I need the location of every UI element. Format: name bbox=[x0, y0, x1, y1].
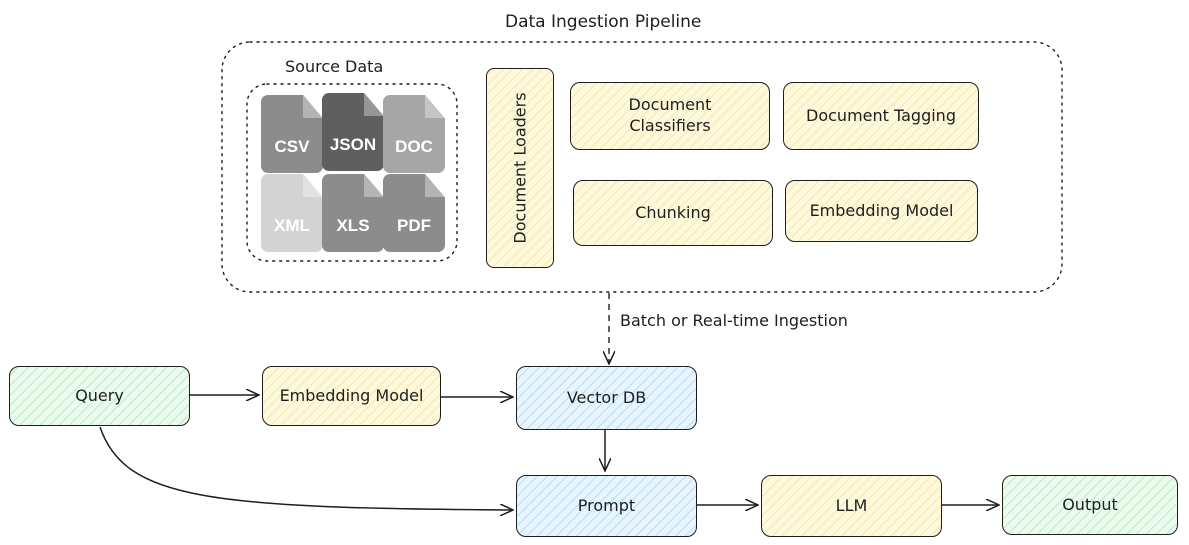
document-loaders-box: Document Loaders bbox=[486, 68, 554, 268]
source-group-border bbox=[246, 83, 458, 262]
pipeline-group-border bbox=[221, 41, 1063, 293]
chunking-node: Chunking bbox=[573, 180, 773, 246]
document-classifiers-node: Document Classifiers bbox=[570, 82, 770, 150]
document-loaders-label: Document Loaders bbox=[510, 92, 530, 244]
pipeline-embedding-model-node: Embedding Model bbox=[785, 180, 978, 242]
pdf-file-icon: PDF bbox=[383, 174, 445, 252]
xml-file-icon: XML bbox=[261, 174, 323, 252]
prompt-node: Prompt bbox=[516, 475, 697, 537]
query-node: Query bbox=[9, 366, 190, 426]
pipeline-title: Data Ingestion Pipeline bbox=[505, 12, 702, 32]
ingestion-label: Batch or Real-time Ingestion bbox=[620, 311, 848, 330]
llm-node: LLM bbox=[761, 475, 942, 537]
output-node: Output bbox=[1002, 475, 1178, 535]
query-to-prompt-arrow bbox=[99, 426, 513, 510]
document-tagging-node: Document Tagging bbox=[783, 82, 979, 150]
vector-db-node: Vector DB bbox=[516, 366, 697, 430]
flow-embedding-model-node: Embedding Model bbox=[262, 366, 441, 426]
source-data-title: Source Data bbox=[285, 57, 384, 76]
json-file-icon: JSON bbox=[322, 93, 384, 171]
